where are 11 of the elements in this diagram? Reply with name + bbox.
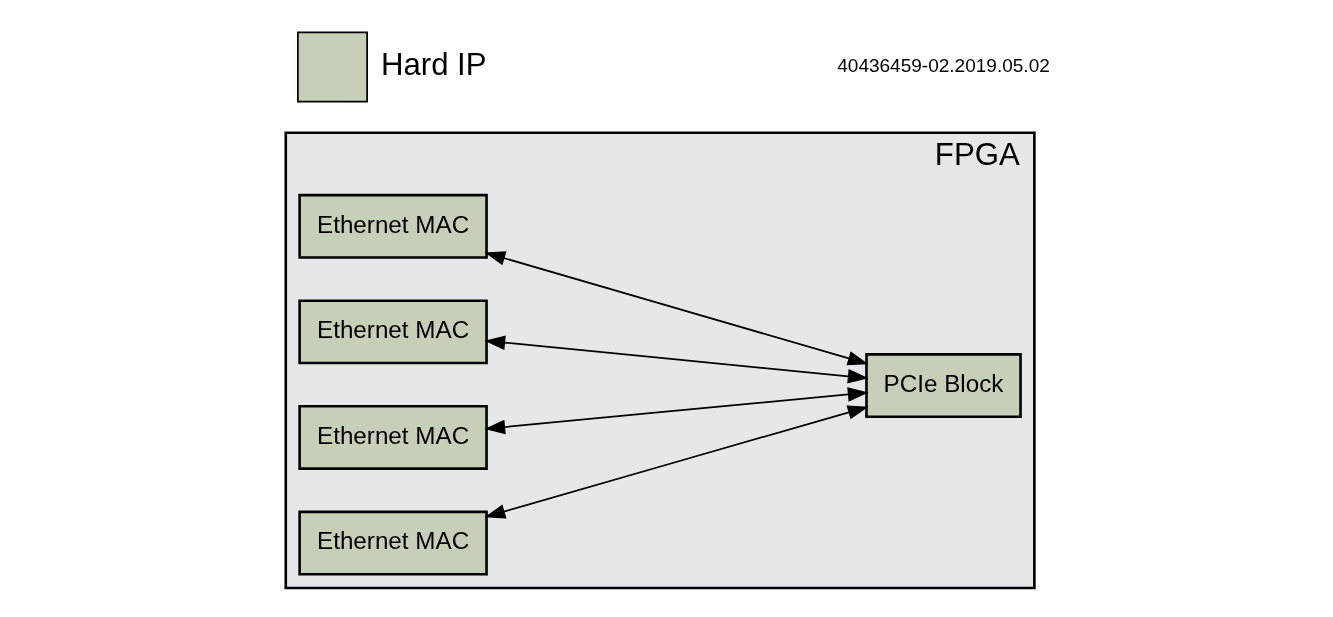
arrow [483, 251, 868, 366]
node-box: Ethernet MAC [297, 510, 488, 576]
arrow [483, 405, 868, 519]
node-box: PCIe Block [864, 353, 1022, 418]
arrow [483, 387, 869, 435]
label: 40436459-02.2019.05.02 [836, 54, 1050, 76]
arrow [483, 335, 869, 384]
legend-label: Hard IP [380, 46, 487, 82]
node-box: Ethernet MAC [297, 299, 488, 365]
node-box: Ethernet MAC [297, 405, 488, 470]
node-box: Ethernet MAC [297, 193, 488, 259]
